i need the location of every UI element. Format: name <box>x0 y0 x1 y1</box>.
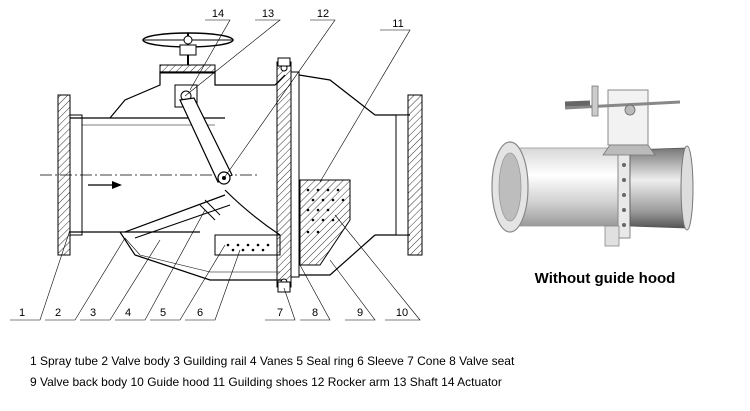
photo-outlet-flange <box>680 145 694 231</box>
actuator-handwheel <box>142 32 234 65</box>
valve-cross-section-diagram: 14 13 12 11 1 2 3 4 5 6 7 8 9 10 <box>10 8 423 321</box>
photo-cone <box>629 147 686 229</box>
vanes <box>124 189 281 239</box>
leader-lines-top <box>184 19 411 183</box>
part-number-2: 2 <box>55 307 61 319</box>
part-numbers-bottom: 1 2 3 4 5 6 7 8 9 10 <box>19 307 408 319</box>
photo-spray-tube <box>509 147 621 227</box>
rocker-arm <box>174 84 233 185</box>
part-numbers-top: 14 13 12 11 <box>212 8 404 30</box>
valve-seat <box>276 57 300 293</box>
outlet-flange <box>395 94 423 256</box>
sleeve <box>214 234 281 256</box>
valve-photo <box>491 85 694 247</box>
part-number-11: 11 <box>392 18 403 30</box>
part-number-7: 7 <box>277 307 283 319</box>
part-number-14: 14 <box>212 8 224 20</box>
photo-lower-bracket <box>604 225 620 247</box>
part-number-3: 3 <box>90 307 96 319</box>
part-number-5: 5 <box>160 307 166 319</box>
leader-lines-bottom <box>10 209 421 321</box>
part-number-12: 12 <box>317 8 329 20</box>
part-number-9: 9 <box>357 307 363 319</box>
part-number-1: 1 <box>19 307 25 319</box>
cone <box>299 179 351 266</box>
part-number-8: 8 <box>312 307 318 319</box>
part-number-6: 6 <box>197 307 203 319</box>
part-number-10: 10 <box>396 307 408 319</box>
legend-line-2: 9 Valve back body 10 Guide hood 11 Guild… <box>30 375 502 389</box>
valve-body <box>109 64 286 281</box>
legend-line-1: 1 Spray tube 2 Valve body 3 Guilding rai… <box>30 354 515 368</box>
flow-arrow <box>88 181 122 189</box>
part-number-4: 4 <box>125 307 131 319</box>
part-number-13: 13 <box>262 8 274 20</box>
photo-actuator-bracket <box>607 89 649 146</box>
photo-caption: Without guide hood <box>534 270 676 287</box>
